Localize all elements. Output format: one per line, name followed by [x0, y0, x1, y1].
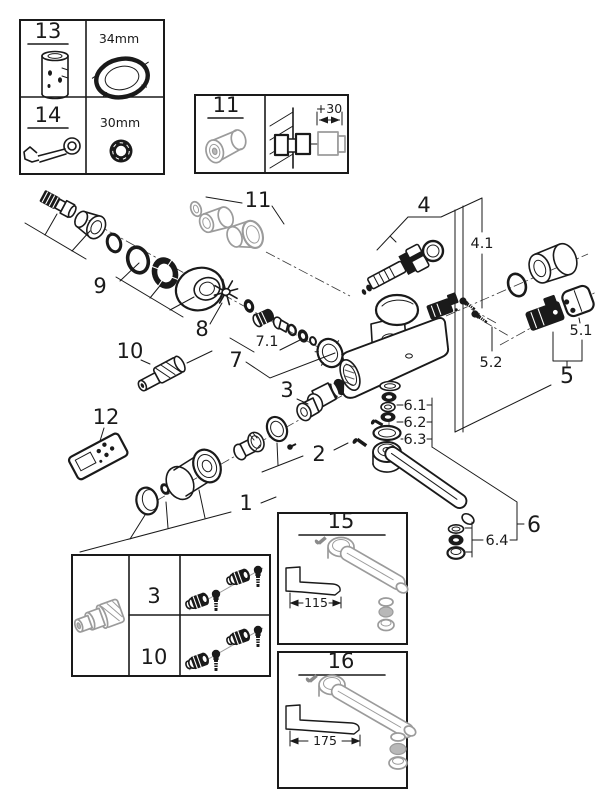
label-5: 5: [560, 364, 574, 389]
label-9: 9: [93, 274, 106, 298]
o-ring: [105, 232, 123, 254]
label-10: 10: [117, 339, 144, 363]
label-extension-11: 11: [213, 93, 240, 117]
handle-group-5: 5.1 5: [506, 242, 595, 389]
wall-section: [269, 107, 346, 169]
label-6: 6: [527, 513, 541, 538]
mounting-reference-lines: 4.1 5.2: [454, 197, 552, 433]
spout-16-profile: [285, 704, 360, 735]
check-valve-thumb: [73, 598, 125, 633]
filter-star-8: 8: [195, 278, 255, 341]
spout-15-thumb: [314, 536, 409, 594]
aerator-16-thumb: [388, 732, 408, 770]
extension-set-box: 11 +30: [194, 93, 349, 174]
cartridge-3: 3: [280, 378, 347, 422]
wrench-14: [23, 137, 81, 163]
dimension-175: 175: [289, 730, 361, 748]
label-16: 16: [328, 649, 355, 673]
mounting-tool-13: [41, 50, 69, 100]
extension-11-callout: 11: [189, 188, 285, 249]
tool-kit-box: 13 34mm 14 30mm: [19, 19, 165, 175]
label-34mm: 34mm: [99, 31, 139, 46]
dimension-115: 115: [289, 592, 342, 610]
label-6-4: 6.4: [485, 533, 508, 549]
label-4-1: 4.1: [470, 236, 493, 252]
cap-sleeve: [528, 242, 578, 284]
label-13: 13: [35, 19, 62, 43]
mounting-screw: [457, 295, 478, 313]
handle-group-1: 1: [79, 448, 277, 553]
aerator-6-4: [446, 523, 466, 560]
label-30mm: 30mm: [100, 115, 140, 130]
remote-control-12: 12: [67, 405, 129, 481]
clip-5-1: [561, 284, 595, 318]
row-label-10: 10: [141, 645, 168, 669]
label-6-3: 6.3: [403, 432, 426, 448]
label-5-2: 5.2: [479, 355, 502, 371]
thermostat-cartridge-4: 4: [361, 193, 483, 295]
mixer-body: [339, 292, 459, 399]
spout-15-profile: [285, 566, 341, 596]
ring-34mm: [91, 56, 150, 100]
svg-text:115: 115: [304, 595, 328, 610]
label-7-1: 7.1: [255, 334, 278, 350]
label-6-1: 6.1: [403, 398, 426, 414]
handle-lever: [525, 294, 565, 331]
check-valve-box: 3 10: [71, 554, 271, 677]
union-nut: [314, 337, 346, 369]
spout-box-15: 15 115: [277, 509, 409, 645]
adapter-2: 2: [233, 415, 349, 473]
label-7: 7: [229, 348, 242, 372]
wall-toggle: [426, 292, 459, 320]
label-2: 2: [312, 442, 325, 466]
label-5-1: 5.1: [569, 323, 592, 339]
label-6-2: 6.2: [403, 415, 426, 431]
label-12: 12: [93, 405, 120, 429]
label-15: 15: [328, 509, 355, 533]
label-1: 1: [239, 491, 252, 515]
extension-part-thumb: [205, 129, 247, 164]
label-11-callout: 11: [245, 188, 272, 212]
label-3: 3: [280, 378, 293, 402]
o-ring: [125, 245, 151, 275]
fitting-10: 10: [117, 339, 213, 392]
aerator-15-thumb: [377, 597, 395, 632]
mounting-screw: [469, 308, 490, 326]
swivel-spout-6: 6.4 6: [352, 437, 541, 560]
label-8: 8: [195, 317, 208, 341]
check-valve-group-7: 7.1 7: [229, 308, 346, 379]
label-4: 4: [417, 193, 430, 217]
row-label-3: 3: [147, 584, 160, 608]
union-nut: [151, 257, 179, 289]
dimension-plus-30: +30: [316, 101, 343, 126]
spout-box-16: 16 175: [277, 649, 417, 789]
nut-30mm: [109, 139, 133, 163]
spout-16-thumb: [305, 674, 417, 739]
svg-text:175: 175: [313, 733, 337, 748]
label-14: 14: [35, 103, 62, 127]
svg-text:+30: +30: [316, 101, 342, 116]
spout-seal-stack: 6.1 6.2 6.3: [370, 380, 433, 448]
